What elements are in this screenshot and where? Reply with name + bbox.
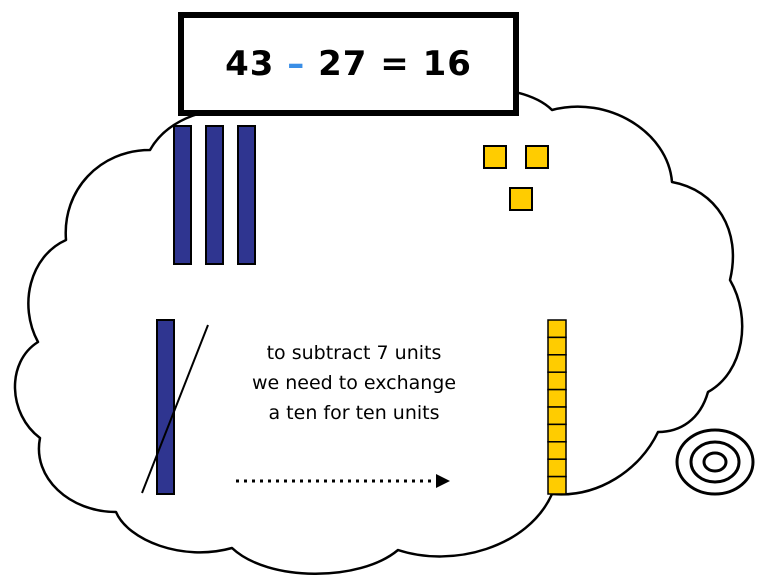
unit-cube-exchanged bbox=[547, 336, 567, 356]
small-thought-bubble bbox=[675, 428, 755, 496]
subtrahend: 27 bbox=[318, 44, 368, 84]
minus-operator: – bbox=[287, 44, 306, 84]
unit-cube-exchanged bbox=[547, 354, 567, 373]
unit-cube bbox=[525, 145, 549, 169]
unit-cube bbox=[509, 187, 533, 211]
tens-rod-exchanged bbox=[156, 319, 175, 495]
minuend: 43 bbox=[225, 44, 275, 84]
space bbox=[367, 44, 380, 84]
equation-box: 43 – 27 = 16 bbox=[178, 12, 519, 116]
space bbox=[410, 44, 423, 84]
small-bubble-inner bbox=[702, 451, 728, 473]
unit-cube-exchanged bbox=[547, 406, 567, 426]
unit-cube-exchanged bbox=[547, 458, 567, 478]
tens-rod bbox=[205, 125, 224, 265]
unit-cube-exchanged bbox=[547, 319, 567, 339]
space bbox=[274, 44, 287, 84]
unit-cube-exchanged bbox=[547, 423, 567, 443]
space bbox=[305, 44, 318, 84]
unit-cube-exchanged bbox=[547, 475, 567, 495]
thought-cloud bbox=[13, 86, 744, 575]
unit-cube bbox=[483, 145, 507, 169]
exchanged-tens-rod bbox=[141, 319, 209, 495]
caption-line: to subtract 7 units bbox=[266, 342, 442, 364]
small-bubble-outer bbox=[675, 428, 755, 496]
result: 16 bbox=[422, 44, 472, 84]
arrow-head bbox=[436, 474, 450, 488]
exchange-caption: to subtract 7 units we need to exchange … bbox=[198, 338, 510, 428]
caption-line: we need to exchange bbox=[251, 372, 457, 394]
unit-cubes bbox=[483, 145, 549, 211]
ten-unit-column bbox=[547, 319, 567, 495]
cross-out-slash bbox=[141, 324, 209, 494]
unit-cube-exchanged bbox=[547, 441, 567, 460]
tens-rod bbox=[173, 125, 192, 265]
caption-line: a ten for ten units bbox=[268, 402, 440, 424]
tens-rods bbox=[173, 125, 256, 265]
small-bubble-middle bbox=[689, 440, 741, 484]
equals-sign: = bbox=[380, 44, 410, 84]
tens-rod bbox=[237, 125, 256, 265]
unit-cube-exchanged bbox=[547, 371, 567, 391]
unit-cube-exchanged bbox=[547, 388, 567, 408]
exchange-arrow bbox=[236, 474, 450, 488]
